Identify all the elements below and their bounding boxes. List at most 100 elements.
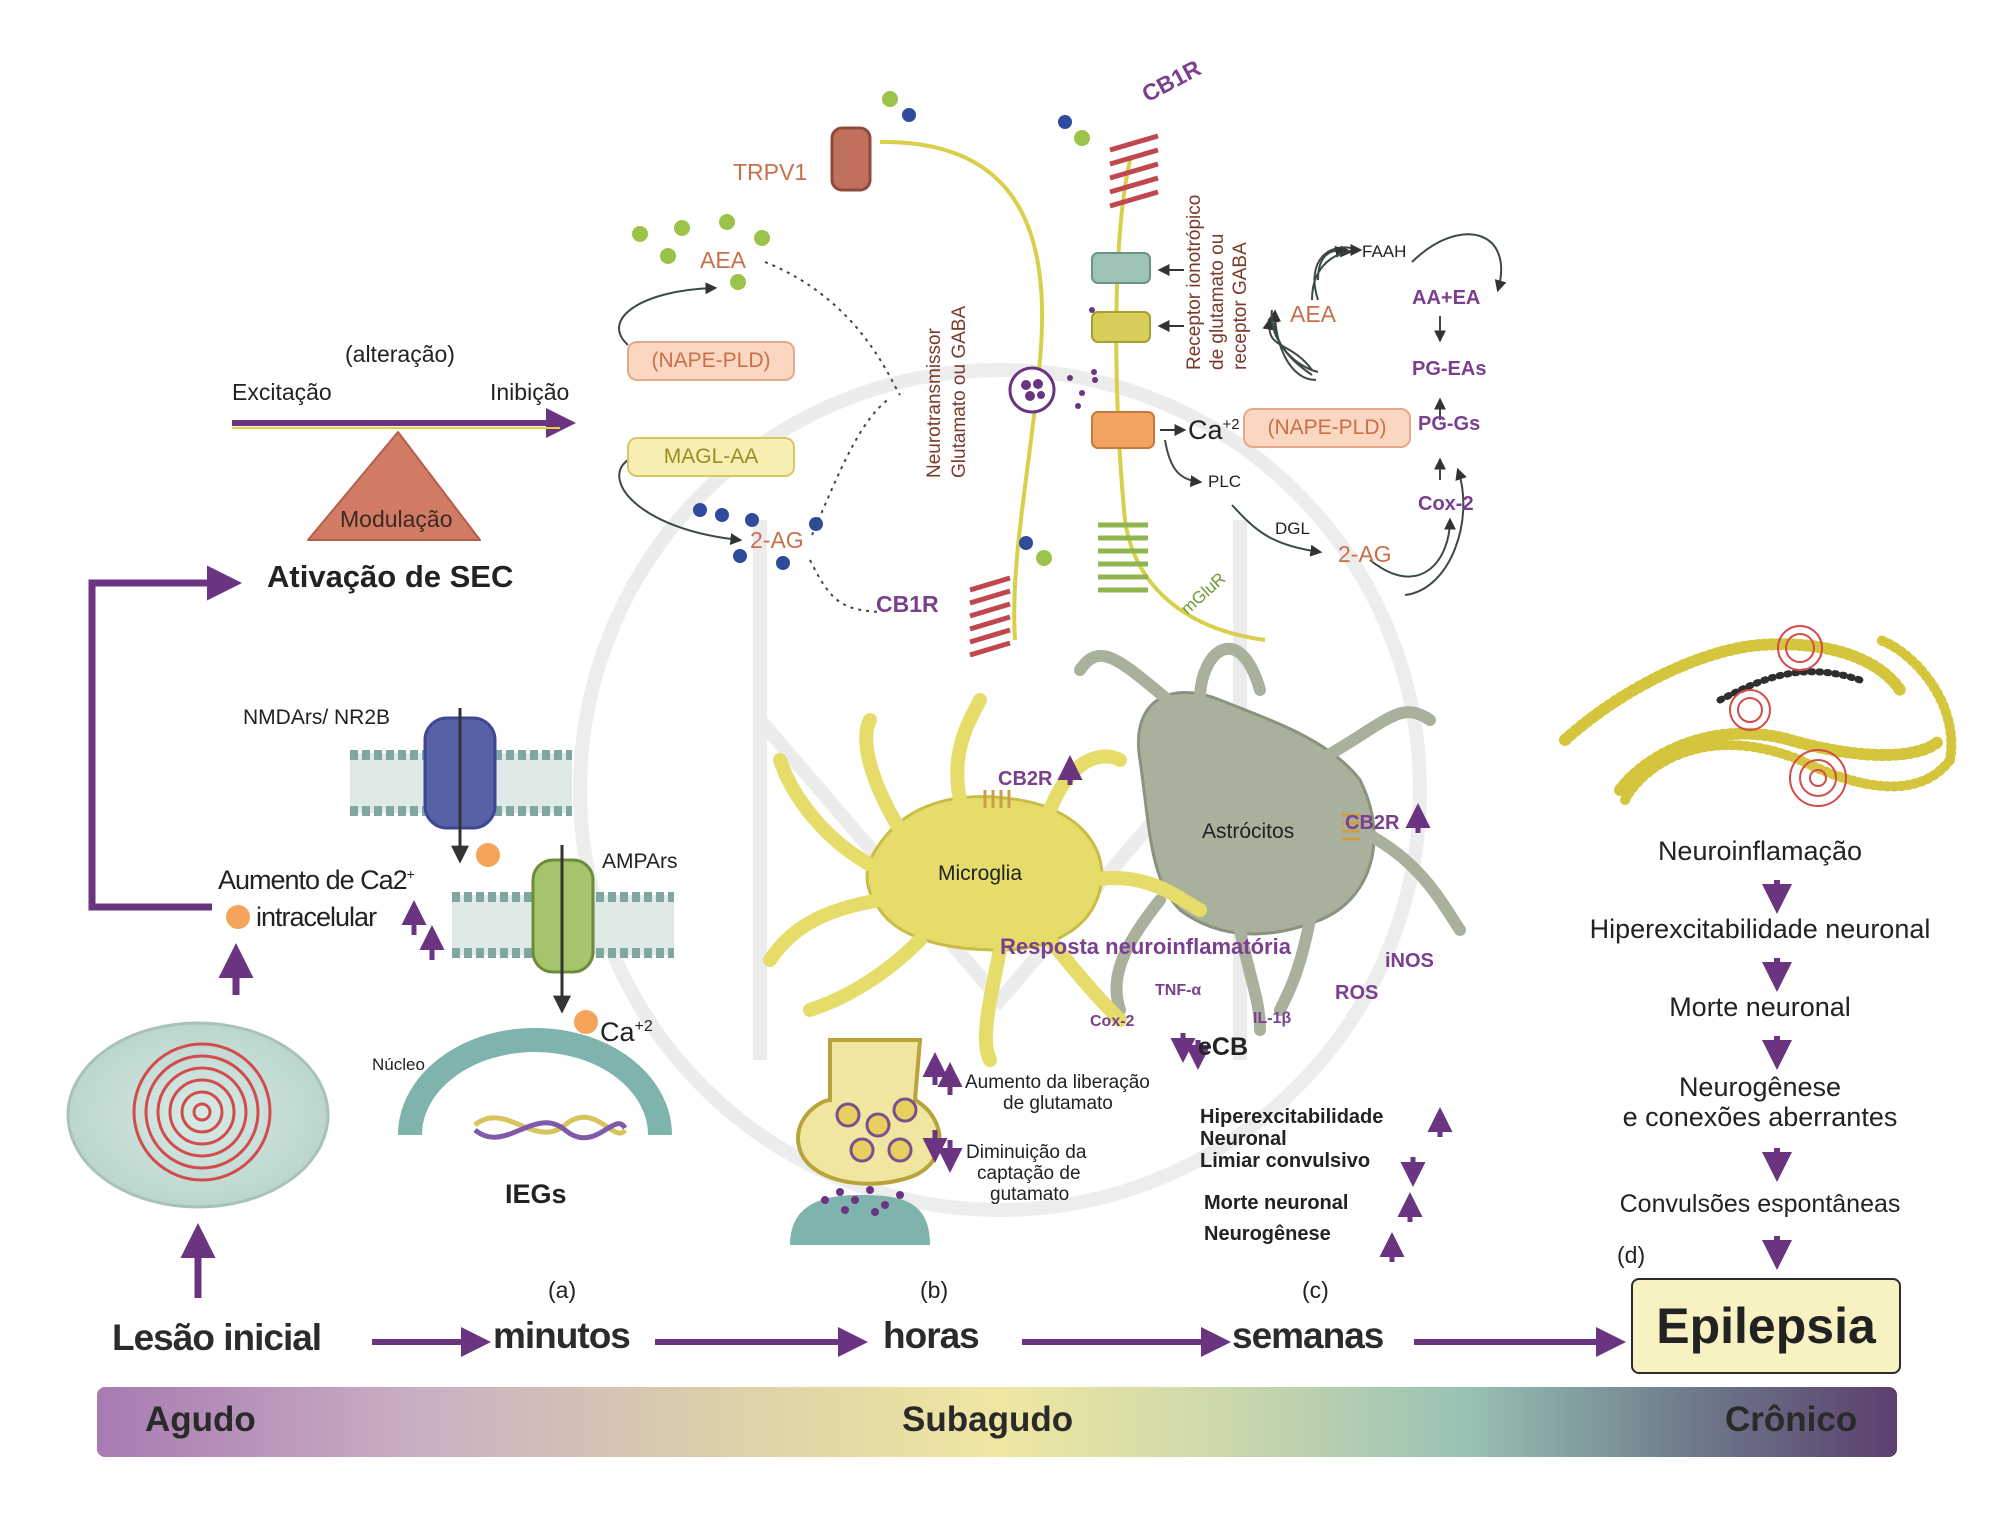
cascade-neuroinflammation: Neuroinflamação <box>1657 836 1863 866</box>
dgl-label: DGL <box>1275 519 1310 538</box>
neuroinflammatory-response-label: Resposta neuroinflamatória <box>1000 934 1291 959</box>
plc-label: PLC <box>1208 472 1242 491</box>
cascade-neurogenesis: Neurogênese <box>1678 1072 1842 1102</box>
aa-ea-label: AA+EA <box>1412 287 1481 309</box>
ecb-label: eCB <box>1198 1033 1249 1061</box>
il1b-label: IL-1β <box>1253 1010 1292 1027</box>
ampa-calcium-label: Ca+2 <box>600 1017 653 1047</box>
intracellular-label: intracelular <box>256 902 377 932</box>
nucleus-label: Núcleo <box>372 1055 425 1074</box>
timeline-hours: horas <box>883 1315 980 1356</box>
pg-gs-label: PG-Gs <box>1418 413 1481 435</box>
phase-acute: Agudo <box>145 1400 256 1439</box>
phase-chronic: Crônico <box>1725 1400 1858 1439</box>
astrocyte-cell <box>1074 642 1466 1036</box>
magl-aa-pill: MAGL-AA <box>627 437 795 477</box>
neurotransmitter-label: Neurotransmissor <box>924 328 945 478</box>
excitation-label: Excitação <box>232 379 332 405</box>
ionotropic-label-3: receptor GABA <box>1230 242 1251 370</box>
two-ag-right-label: 2-AG <box>1338 541 1392 567</box>
nmda-label: NMDArs/ NR2B <box>243 706 391 729</box>
cb1r-bottom-label: CB1R <box>876 591 939 617</box>
faah-label: FAAH <box>1362 242 1407 261</box>
cb1r-top-receptor-icon <box>1109 133 1159 209</box>
cascade-neuronal-death: Morte neuronal <box>1669 992 1851 1022</box>
stage-d-tag: (d) <box>1617 1242 1646 1268</box>
cascade-aberrant-connections: e conexões aberrantes <box>1622 1102 1898 1132</box>
nucleus-icon <box>398 1028 672 1141</box>
enzymes-right-arrows <box>1404 316 1467 596</box>
nape-pld-left-pill: (NAPE-PLD) <box>627 341 795 381</box>
cox2-synapse-label: Cox-2 <box>1418 493 1474 515</box>
inhibition-label: Inibição <box>490 379 570 405</box>
sec-activation-label: Ativação de SEC <box>267 559 514 594</box>
two-ag-left-label: 2-AG <box>750 527 804 553</box>
astrocytes-label: Astrócitos <box>1202 820 1295 843</box>
epilepsy-box: Epilepsia <box>1631 1278 1901 1374</box>
hippocampus-icon <box>1559 625 1957 807</box>
glutamate-uptake-label-1: Diminuição da <box>966 1142 1087 1163</box>
vesicle-icon <box>1008 366 1056 414</box>
stage-a-tag: (a) <box>548 1277 577 1303</box>
synapse-calcium-label: Ca+2 <box>1188 415 1240 445</box>
ionotropic-receptors <box>1091 252 1187 449</box>
trpv1-label: TRPV1 <box>733 159 808 185</box>
nape-pld-right-pill: (NAPE-PLD) <box>1243 408 1411 448</box>
synaptic-terminal-icon <box>790 1038 942 1245</box>
calcium-ion-icon <box>226 905 250 929</box>
cascade-spontaneous-seizures: Convulsões espontâneas <box>1619 1190 1901 1218</box>
ionotropic-label-1: Receptor ionotrópico <box>1184 194 1205 370</box>
stage-c-tag: (c) <box>1302 1277 1329 1303</box>
ionotropic-label-2: de glutamato ou <box>1207 233 1228 370</box>
neuronal-death-weeks-label: Morte neuronal <box>1204 1192 1349 1214</box>
balance-change-label: (alteração) <box>345 341 455 367</box>
cascade-hyperexcitability: Hiperexcitabilidade neuronal <box>1589 914 1931 944</box>
ampa-membrane <box>452 845 674 1014</box>
pg-eas-label: PG-EAs <box>1412 358 1487 380</box>
iegs-label: IEGs <box>505 1179 567 1209</box>
right-loop-arrows <box>1267 246 1359 376</box>
microglia-cell <box>763 693 1207 1067</box>
cb2r-receptors <box>983 790 1360 841</box>
faah-to-aaea-arrow <box>1411 233 1507 293</box>
phase-gradient-bar <box>97 1387 1897 1457</box>
trpv1-channel-icon <box>830 126 872 192</box>
seizure-threshold-label: Limiar convulsivo <box>1200 1150 1371 1172</box>
neurotransmitter-type-label: Glutamato ou GABA <box>949 305 970 478</box>
ampa-label: AMPArs <box>602 850 678 873</box>
stage-b-tag: (b) <box>920 1277 949 1303</box>
calcium-ion-icon <box>574 1010 598 1034</box>
cb1r-receptor-icon <box>969 575 1011 658</box>
ca-rise-label: Aumento de Ca2+ <box>218 865 415 895</box>
aea-right-label: AEA <box>1290 301 1337 327</box>
mglur-receptor-icon <box>1098 522 1148 593</box>
brain-lesion-icon <box>66 1021 330 1209</box>
neurogenesis-weeks-label: Neurogênese <box>1204 1223 1331 1245</box>
tnf-label: TNF-α <box>1155 982 1202 999</box>
modulation-label: Modulação <box>340 506 453 532</box>
hyperexcitability-label-1: Hiperexcitabilidade <box>1200 1106 1384 1128</box>
presynaptic-membrane <box>879 139 1266 642</box>
glutamate-release-label-2: de glutamato <box>1003 1093 1113 1114</box>
feedback-arrow <box>88 565 242 911</box>
microglia-label: Microglia <box>938 862 1023 885</box>
inos-label: iNOS <box>1385 950 1434 972</box>
balance-scale <box>232 408 576 541</box>
cb2r-astrocyte-label: CB2R <box>1345 812 1400 834</box>
cox2-glia-label: Cox-2 <box>1090 1013 1135 1030</box>
trend-arrows <box>401 755 1453 1262</box>
phase-subacute: Subagudo <box>902 1400 1074 1439</box>
hyperexcitability-label-2: Neuronal <box>1200 1128 1287 1150</box>
ros-label: ROS <box>1335 982 1379 1004</box>
aea-up-to-faah <box>1311 244 1363 301</box>
nmda-membrane <box>350 708 572 867</box>
timeline-weeks: semanas <box>1232 1315 1384 1356</box>
glutamate-release-label-1: Aumento da liberação <box>965 1072 1150 1093</box>
cb2r-microglia-label: CB2R <box>998 768 1053 790</box>
timeline-minutes: minutos <box>493 1315 631 1356</box>
glutamate-uptake-label-3: gutamato <box>990 1184 1070 1205</box>
glutamate-uptake-label-2: captação de <box>977 1163 1081 1184</box>
endocannabinoid-molecules <box>632 91 1090 570</box>
timeline-initial-lesion: Lesão inicial <box>112 1317 322 1358</box>
